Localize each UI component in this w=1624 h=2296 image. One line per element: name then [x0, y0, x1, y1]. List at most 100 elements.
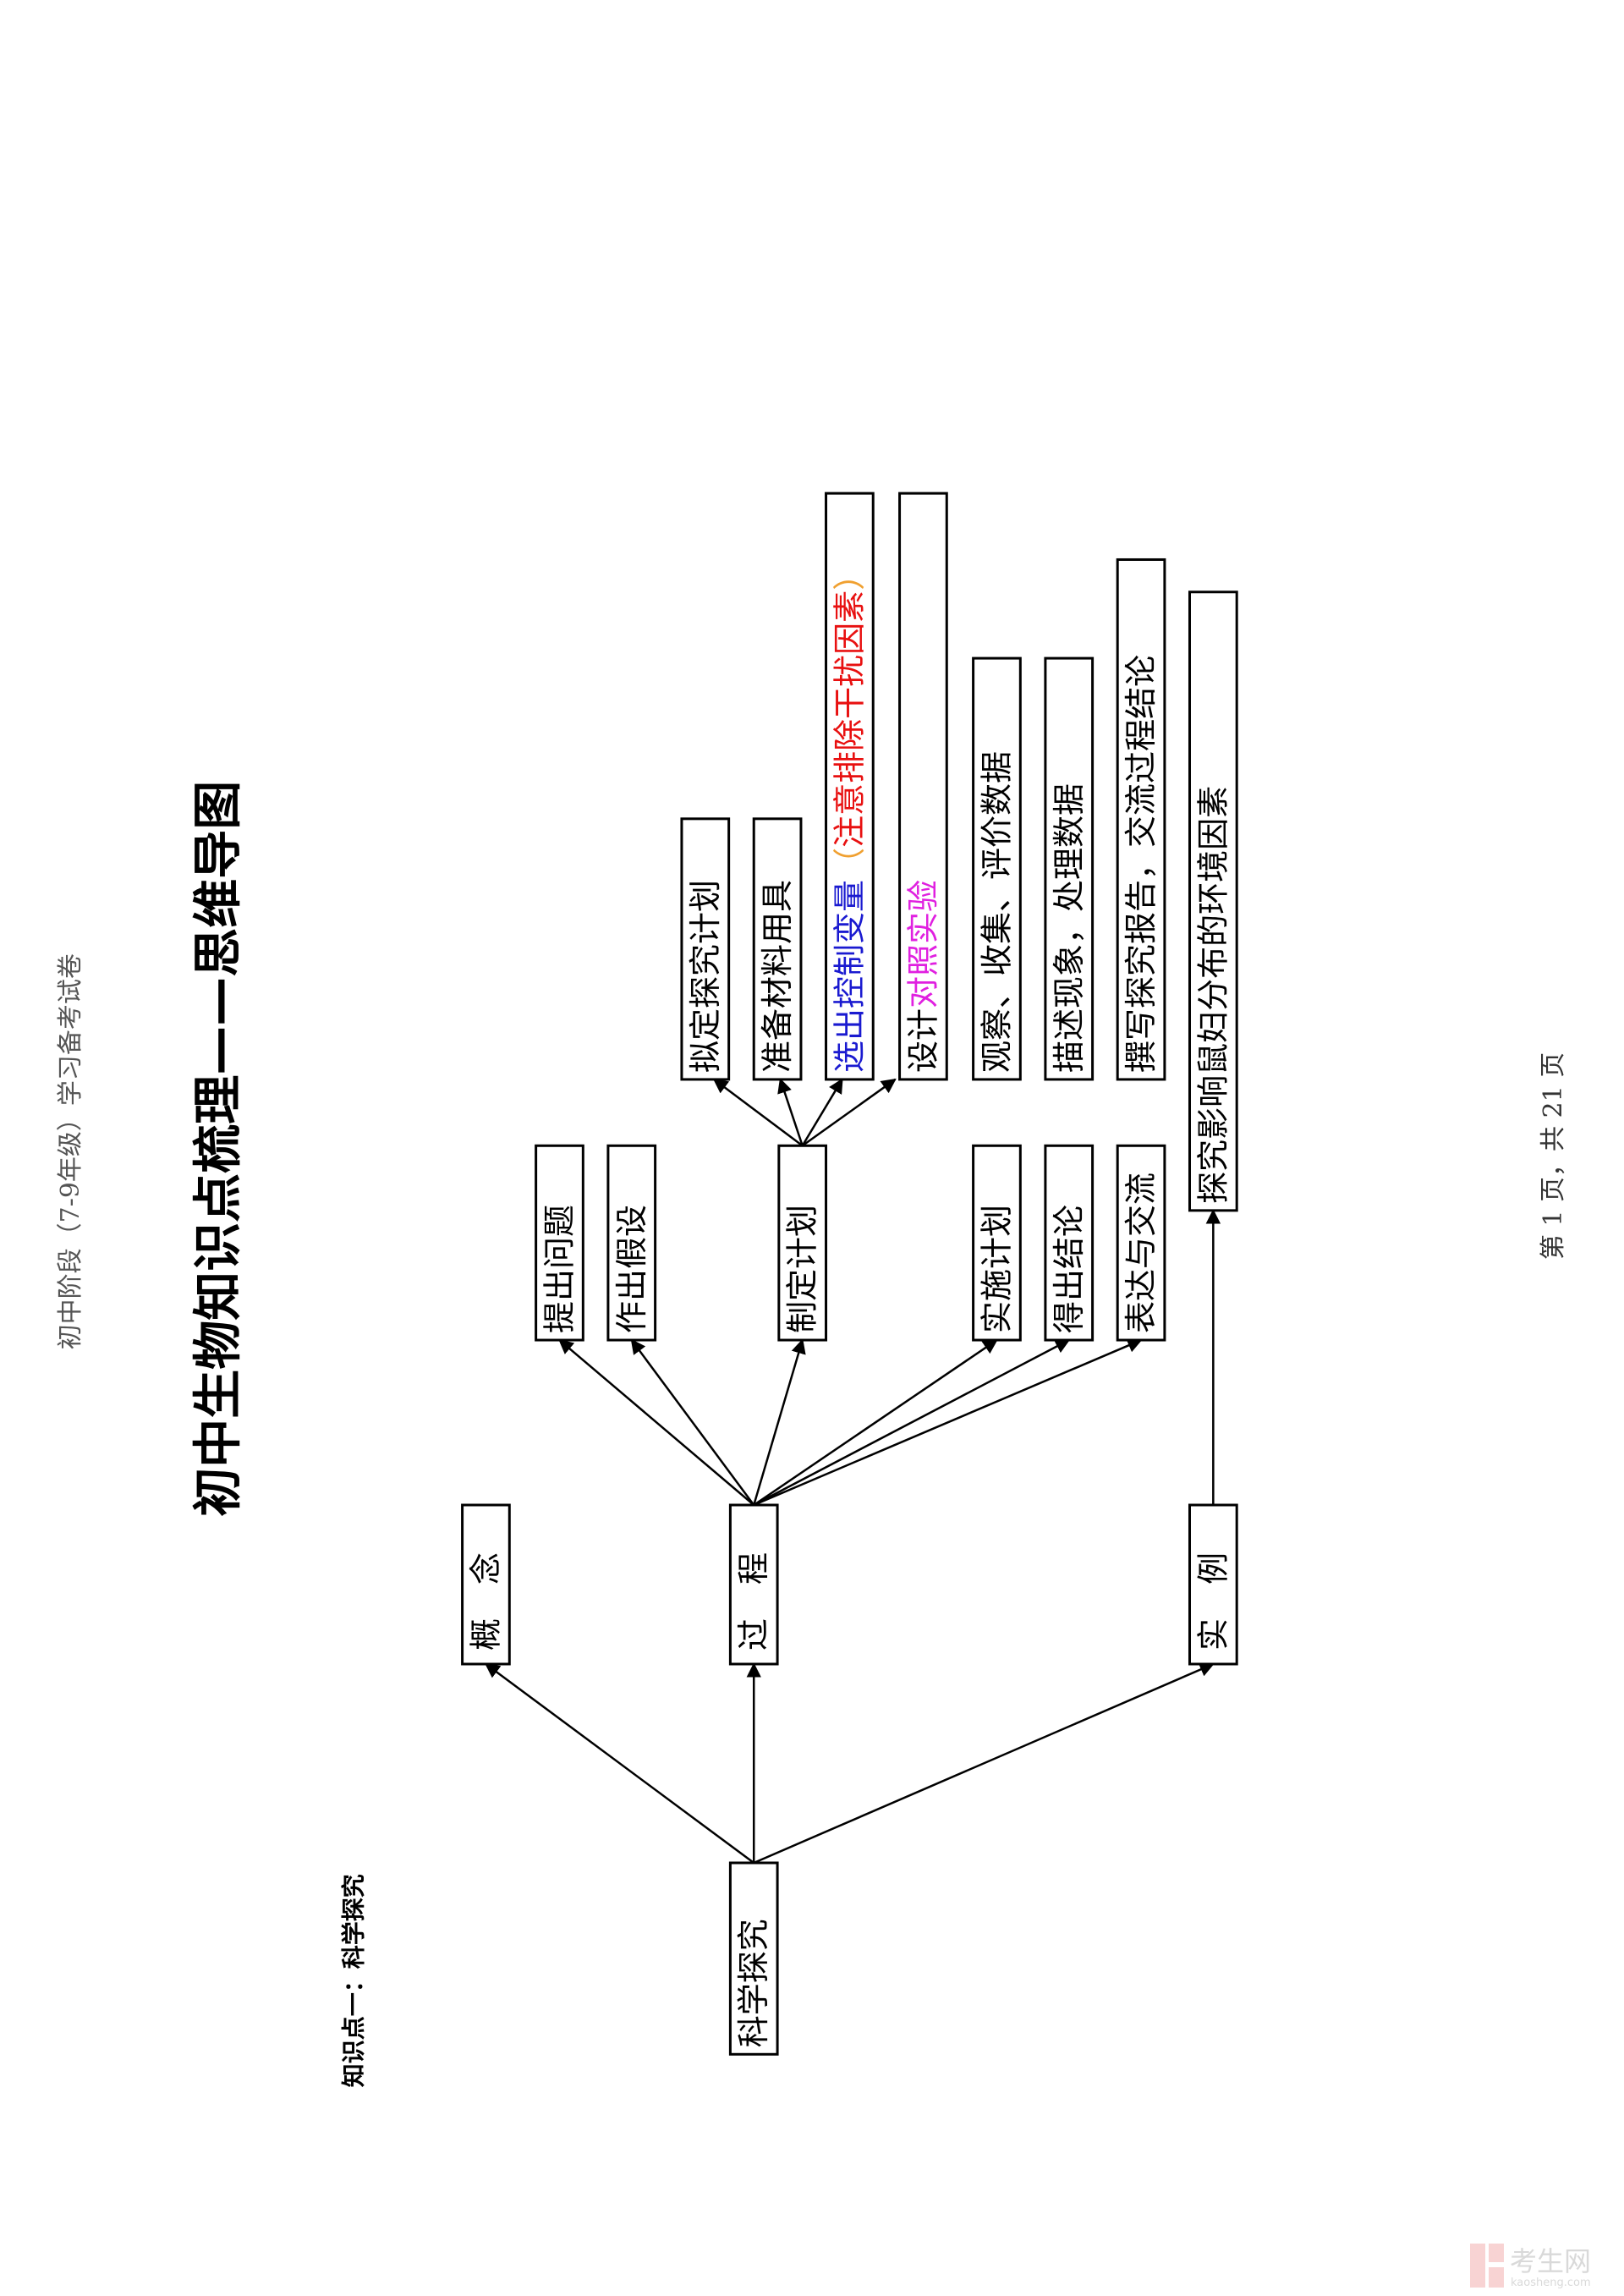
node-box — [777, 1144, 828, 1342]
arrow-connector — [485, 1662, 754, 1864]
node-label-segment: 作出假设 — [613, 1205, 650, 1333]
section-heading: 知识点一：科学探究 — [339, 1874, 367, 2087]
node-label-segment: 探究影响鼠妇分布的环境因素 — [1194, 786, 1232, 1204]
node-label: 表达与交流 — [1122, 1173, 1160, 1333]
node-label: 撰写探究报告，交流过程结论 — [1122, 655, 1160, 1073]
node-example: 实例 — [1188, 1503, 1238, 1666]
node-label: 实施计划 — [978, 1205, 1015, 1333]
node-draft-plan: 拟定探究计划 — [680, 817, 731, 1081]
node-box — [461, 1503, 511, 1666]
node-label: 设计对照实验 — [904, 880, 941, 1073]
arrow-connector — [753, 1339, 998, 1507]
watermark-logo-icon — [1489, 2244, 1504, 2262]
node-label: 观察、收集、评价数据 — [978, 751, 1015, 1073]
node-label-segment: ） — [831, 558, 868, 590]
watermark-logo-icon — [1489, 2267, 1504, 2288]
node-label-segment: 科学探究 — [735, 1919, 772, 2047]
watermark-logo-icon — [1470, 2244, 1485, 2288]
node-label: 拟定探究计划 — [687, 880, 724, 1073]
node-label: 作出假设 — [613, 1205, 650, 1333]
arrow-connector — [712, 1078, 804, 1147]
node-box — [1044, 1144, 1095, 1342]
arrow-connector — [753, 1338, 806, 1506]
arrow-connector — [801, 1078, 843, 1146]
node-concept: 概念 — [461, 1503, 511, 1666]
mindmap-edges — [485, 1078, 1221, 1865]
node-label: 过程 — [735, 1519, 772, 1651]
arrow-connector — [630, 1338, 755, 1506]
node-label: 制定计划 — [784, 1205, 821, 1333]
page-number-footer: 第 1 页，共 21 页 — [1539, 1052, 1568, 1260]
node-label-segment: 表达与交流 — [1122, 1173, 1160, 1333]
watermark-domain: kaosheng.com — [1511, 2277, 1591, 2289]
node-label-segment: 注意排除干扰因素 — [831, 590, 868, 848]
node-implement-detail: 观察、收集、评价数据 — [972, 656, 1022, 1081]
page-texts: 初中阶段（7-9年级）学习备考试卷 初中生物知识点梳理——思维导图知识点一：科学探… — [56, 781, 1591, 2289]
watermark-brand: 考生网 — [1510, 2245, 1591, 2277]
node-conclusion: 得出结论 — [1044, 1144, 1095, 1342]
node-hypothesis: 作出假设 — [606, 1144, 657, 1342]
node-ask-question: 提出问题 — [535, 1144, 584, 1342]
node-label: 选出控制变量（注意排除干扰因素） — [831, 558, 868, 1073]
node-box — [1188, 1503, 1238, 1666]
arrow-connector — [777, 1078, 804, 1146]
node-box — [1116, 558, 1166, 1081]
node-label: 探究影响鼠妇分布的环境因素 — [1194, 786, 1232, 1204]
node-label: 概念 — [467, 1519, 504, 1651]
node-label-segment: 实施计划 — [978, 1205, 1015, 1333]
page-header: 初中阶段（7-9年级）学习备考试卷 — [56, 953, 85, 1349]
node-root: 科学探究 — [728, 1861, 779, 2056]
node-communicate: 表达与交流 — [1116, 1144, 1166, 1342]
arrow-connector — [558, 1338, 755, 1506]
node-materials: 准备材料用具 — [752, 817, 803, 1081]
page-title: 初中生物知识点梳理——思维导图 — [189, 781, 247, 1517]
node-label-segment: 得出结论 — [1051, 1205, 1088, 1333]
node-label-segment: 撰写探究报告，交流过程结论 — [1122, 655, 1160, 1073]
arrow-connector — [753, 1338, 1071, 1507]
node-box — [972, 1144, 1022, 1342]
node-control-experiment: 设计对照实验 — [898, 492, 948, 1081]
node-label: 提出问题 — [540, 1205, 578, 1333]
node-box — [1044, 656, 1095, 1081]
node-control-variables: 选出控制变量（注意排除干扰因素） — [825, 492, 875, 1081]
node-label: 实例 — [1194, 1519, 1232, 1651]
node-label-segment: 描述现象，处理数据 — [1051, 783, 1088, 1073]
node-label-segment: 观察、收集、评价数据 — [978, 751, 1015, 1073]
node-label-segment: 概念 — [467, 1519, 504, 1651]
node-label: 描述现象，处理数据 — [1051, 783, 1088, 1073]
node-label: 准备材料用具 — [759, 880, 796, 1073]
node-example-detail: 探究影响鼠妇分布的环境因素 — [1188, 590, 1238, 1212]
node-label-segment: 实例 — [1194, 1519, 1232, 1651]
node-box — [680, 817, 731, 1081]
node-make-plan: 制定计划 — [777, 1144, 828, 1342]
node-label: 科学探究 — [735, 1919, 772, 2047]
node-label: 得出结论 — [1051, 1205, 1088, 1333]
node-box — [1116, 1144, 1166, 1342]
node-label-segment: 设计 — [904, 1008, 941, 1073]
node-conclusion-detail: 描述现象，处理数据 — [1044, 656, 1095, 1081]
node-box — [898, 492, 948, 1081]
node-box — [606, 1144, 657, 1342]
node-label-segment: 制定计划 — [784, 1205, 821, 1333]
node-label-segment: 提出问题 — [540, 1205, 578, 1333]
node-label-segment: 选出控制变量 — [831, 880, 868, 1073]
node-label-segment: 过程 — [735, 1519, 772, 1651]
node-box — [825, 492, 875, 1081]
node-label-segment: 对照实验 — [904, 880, 941, 1008]
arrow-connector — [753, 1662, 1215, 1865]
mindmap-nodes: 科学探究 概念 过程 实例 提出问题作出假设 制定计划 实施计划得出结论表达与交流 拟定探究计… — [461, 492, 1238, 2056]
node-communicate-detail: 撰写探究报告，交流过程结论 — [1116, 558, 1166, 1081]
node-box — [728, 1861, 779, 2056]
node-label-segment: 拟定探究计划 — [687, 880, 724, 1073]
node-box — [972, 656, 1022, 1081]
node-implement-plan: 实施计划 — [972, 1144, 1022, 1342]
node-box — [752, 817, 803, 1081]
node-label-segment: （ — [831, 848, 868, 880]
node-box — [728, 1503, 779, 1666]
node-box — [535, 1144, 584, 1342]
node-box — [1188, 590, 1238, 1212]
arrow-connector — [753, 1338, 1143, 1507]
arrow-connector — [801, 1078, 897, 1147]
